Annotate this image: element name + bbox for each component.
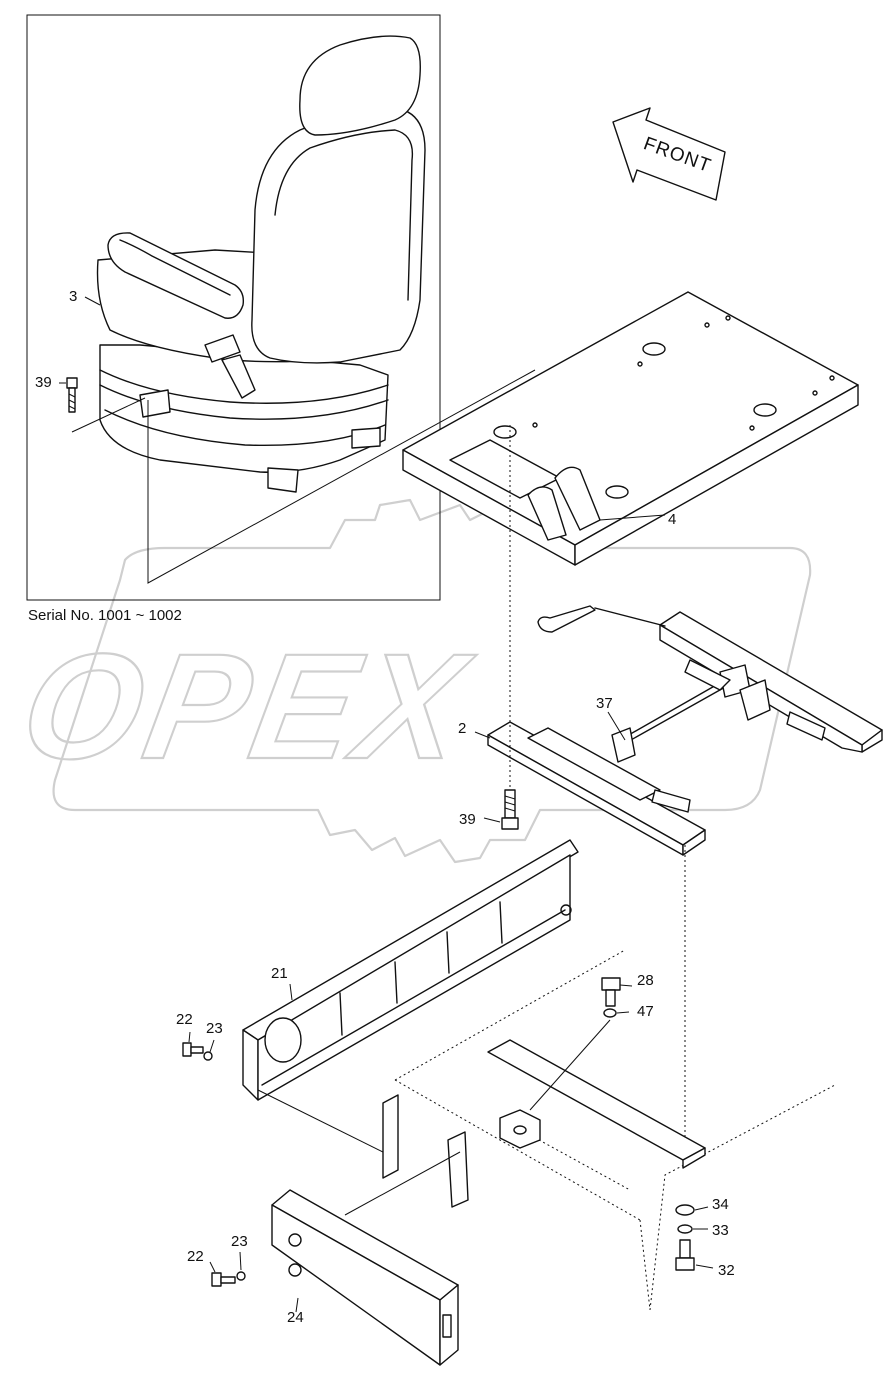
- callout-3: 3: [69, 288, 77, 305]
- cover-24: [271, 1189, 459, 1366]
- callout-21: 21: [271, 965, 288, 982]
- serial-inset-box: [26, 14, 441, 601]
- serial-number-note: Serial No. 1001 ~ 1002: [28, 607, 182, 624]
- callout-34: 34: [712, 1196, 729, 1213]
- bolt-22-lower: [211, 1272, 236, 1287]
- washer-33: [677, 1224, 693, 1234]
- callout-24: 24: [287, 1309, 304, 1326]
- bolt-39-inset: [66, 377, 78, 413]
- seat-plate: [402, 291, 859, 566]
- washer-23-lower: [236, 1271, 246, 1281]
- bolt-39-main: [501, 789, 519, 830]
- bolt-28: [601, 977, 621, 1007]
- bolt-32: [675, 1239, 695, 1271]
- callout-39-main: 39: [459, 811, 476, 828]
- cover-21: [242, 839, 579, 1101]
- bolt-22-upper: [182, 1042, 204, 1057]
- leader-lines: [59, 296, 714, 1313]
- watermark-text: OPEX: [11, 623, 483, 791]
- callout-23-upper: 23: [206, 1020, 223, 1037]
- callout-39-inset: 39: [35, 374, 52, 391]
- callout-32: 32: [718, 1262, 735, 1279]
- callout-23-lower: 23: [231, 1233, 248, 1250]
- washer-23-upper: [203, 1051, 213, 1061]
- callout-22-lower: 22: [187, 1248, 204, 1265]
- callout-37: 37: [596, 695, 613, 712]
- callout-47: 47: [637, 1003, 654, 1020]
- callout-labels: 3 39 4 2 37 39 21 22 23 28 47 34 33 32 2…: [35, 288, 735, 1326]
- chassis-frame: [382, 949, 836, 1311]
- front-arrow: FRONT: [612, 107, 726, 201]
- callout-22-upper: 22: [176, 1011, 193, 1028]
- callout-33: 33: [712, 1222, 729, 1239]
- washer-47: [603, 1008, 617, 1018]
- slide-rail-assembly: [487, 605, 883, 856]
- seat-assembly: [96, 35, 426, 493]
- opex-watermark: OPEX: [9, 498, 812, 864]
- callout-2: 2: [458, 720, 466, 737]
- callout-4: 4: [668, 511, 676, 528]
- callout-28: 28: [637, 972, 654, 989]
- washer-34: [675, 1204, 695, 1216]
